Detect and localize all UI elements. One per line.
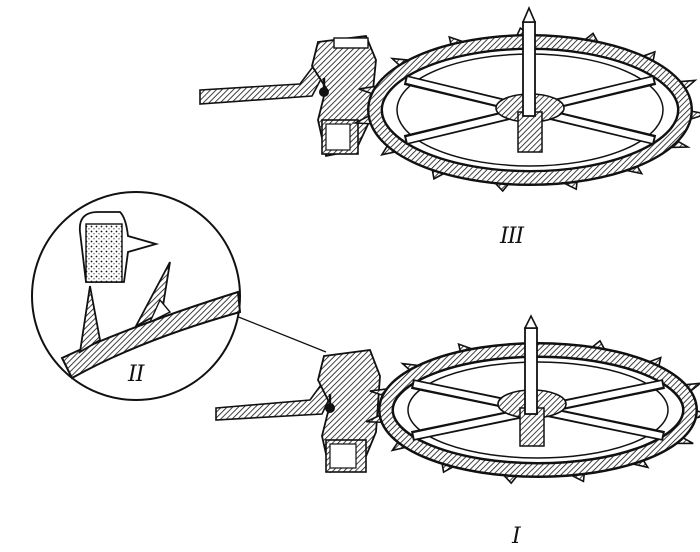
pallet-jewel — [78, 211, 160, 283]
wheel-arbor — [521, 5, 537, 117]
escapement-assembly-bottom — [215, 314, 700, 485]
pallet-lever — [317, 349, 381, 474]
label-assembly-one: I — [512, 524, 521, 549]
wheel-arbor — [523, 314, 539, 415]
escape-wheel-bottom — [365, 314, 700, 485]
label-assembly-three: III — [500, 224, 524, 249]
escape-wheel-top — [352, 5, 700, 193]
detail-magnifier — [31, 191, 327, 401]
pallet-lever-arm — [199, 59, 332, 105]
wheel-rim-detail — [60, 261, 242, 380]
label-detail-two: II — [128, 362, 144, 387]
leader-line — [235, 315, 327, 353]
pallet-lever — [311, 35, 377, 158]
escapement-assembly-top — [199, 5, 700, 193]
